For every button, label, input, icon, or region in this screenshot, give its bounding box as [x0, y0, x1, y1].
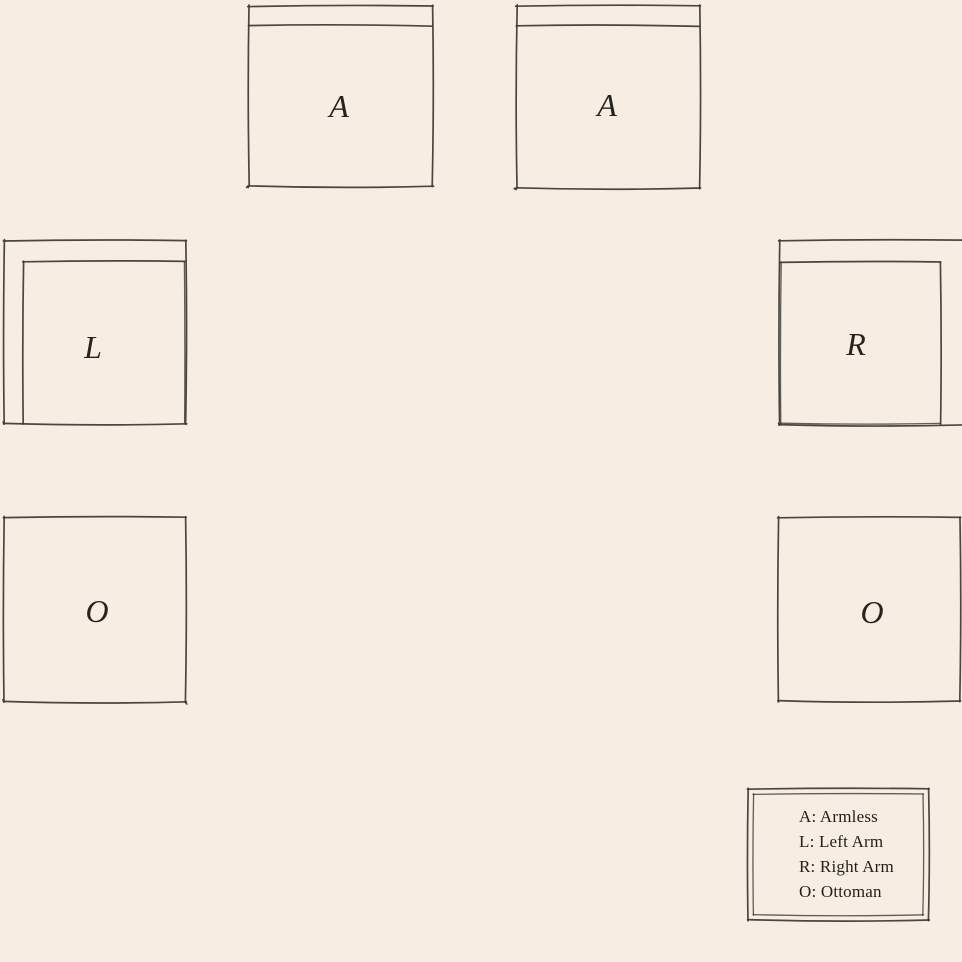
left-arm-module-outline [2, 238, 188, 426]
module-ottoman-left[interactable]: O [2, 515, 188, 705]
module-ottoman-right[interactable]: O [776, 515, 962, 704]
module-right-arm[interactable]: R [777, 238, 962, 427]
armless-module-outline [513, 3, 702, 191]
module-label: O [860, 594, 884, 630]
legend-item-ottoman: O: Ottoman [799, 882, 882, 901]
ottoman-module-outline [776, 515, 962, 704]
module-armless-2[interactable]: A [513, 3, 702, 191]
legend-items: A: Armless L: Left Arm R: Right Arm O: O… [799, 804, 922, 904]
module-label: O [85, 593, 109, 629]
module-label: A [329, 88, 349, 124]
ottoman-module-outline [2, 515, 188, 705]
module-label: R [846, 326, 866, 362]
module-armless-1[interactable]: A [245, 3, 435, 189]
legend-border [746, 787, 931, 922]
module-label: A [597, 87, 617, 123]
legend-item-armless: A: Armless [799, 807, 878, 826]
legend-item-right-arm: R: Right Arm [799, 857, 894, 876]
module-label: L [84, 329, 102, 365]
armless-module-outline [245, 4, 435, 189]
module-left-arm[interactable]: L [2, 238, 188, 426]
right-arm-module-outline [777, 238, 962, 427]
legend-box: A: Armless L: Left Arm R: Right Arm O: O… [746, 787, 931, 922]
legend-item-left-arm: L: Left Arm [799, 832, 884, 851]
